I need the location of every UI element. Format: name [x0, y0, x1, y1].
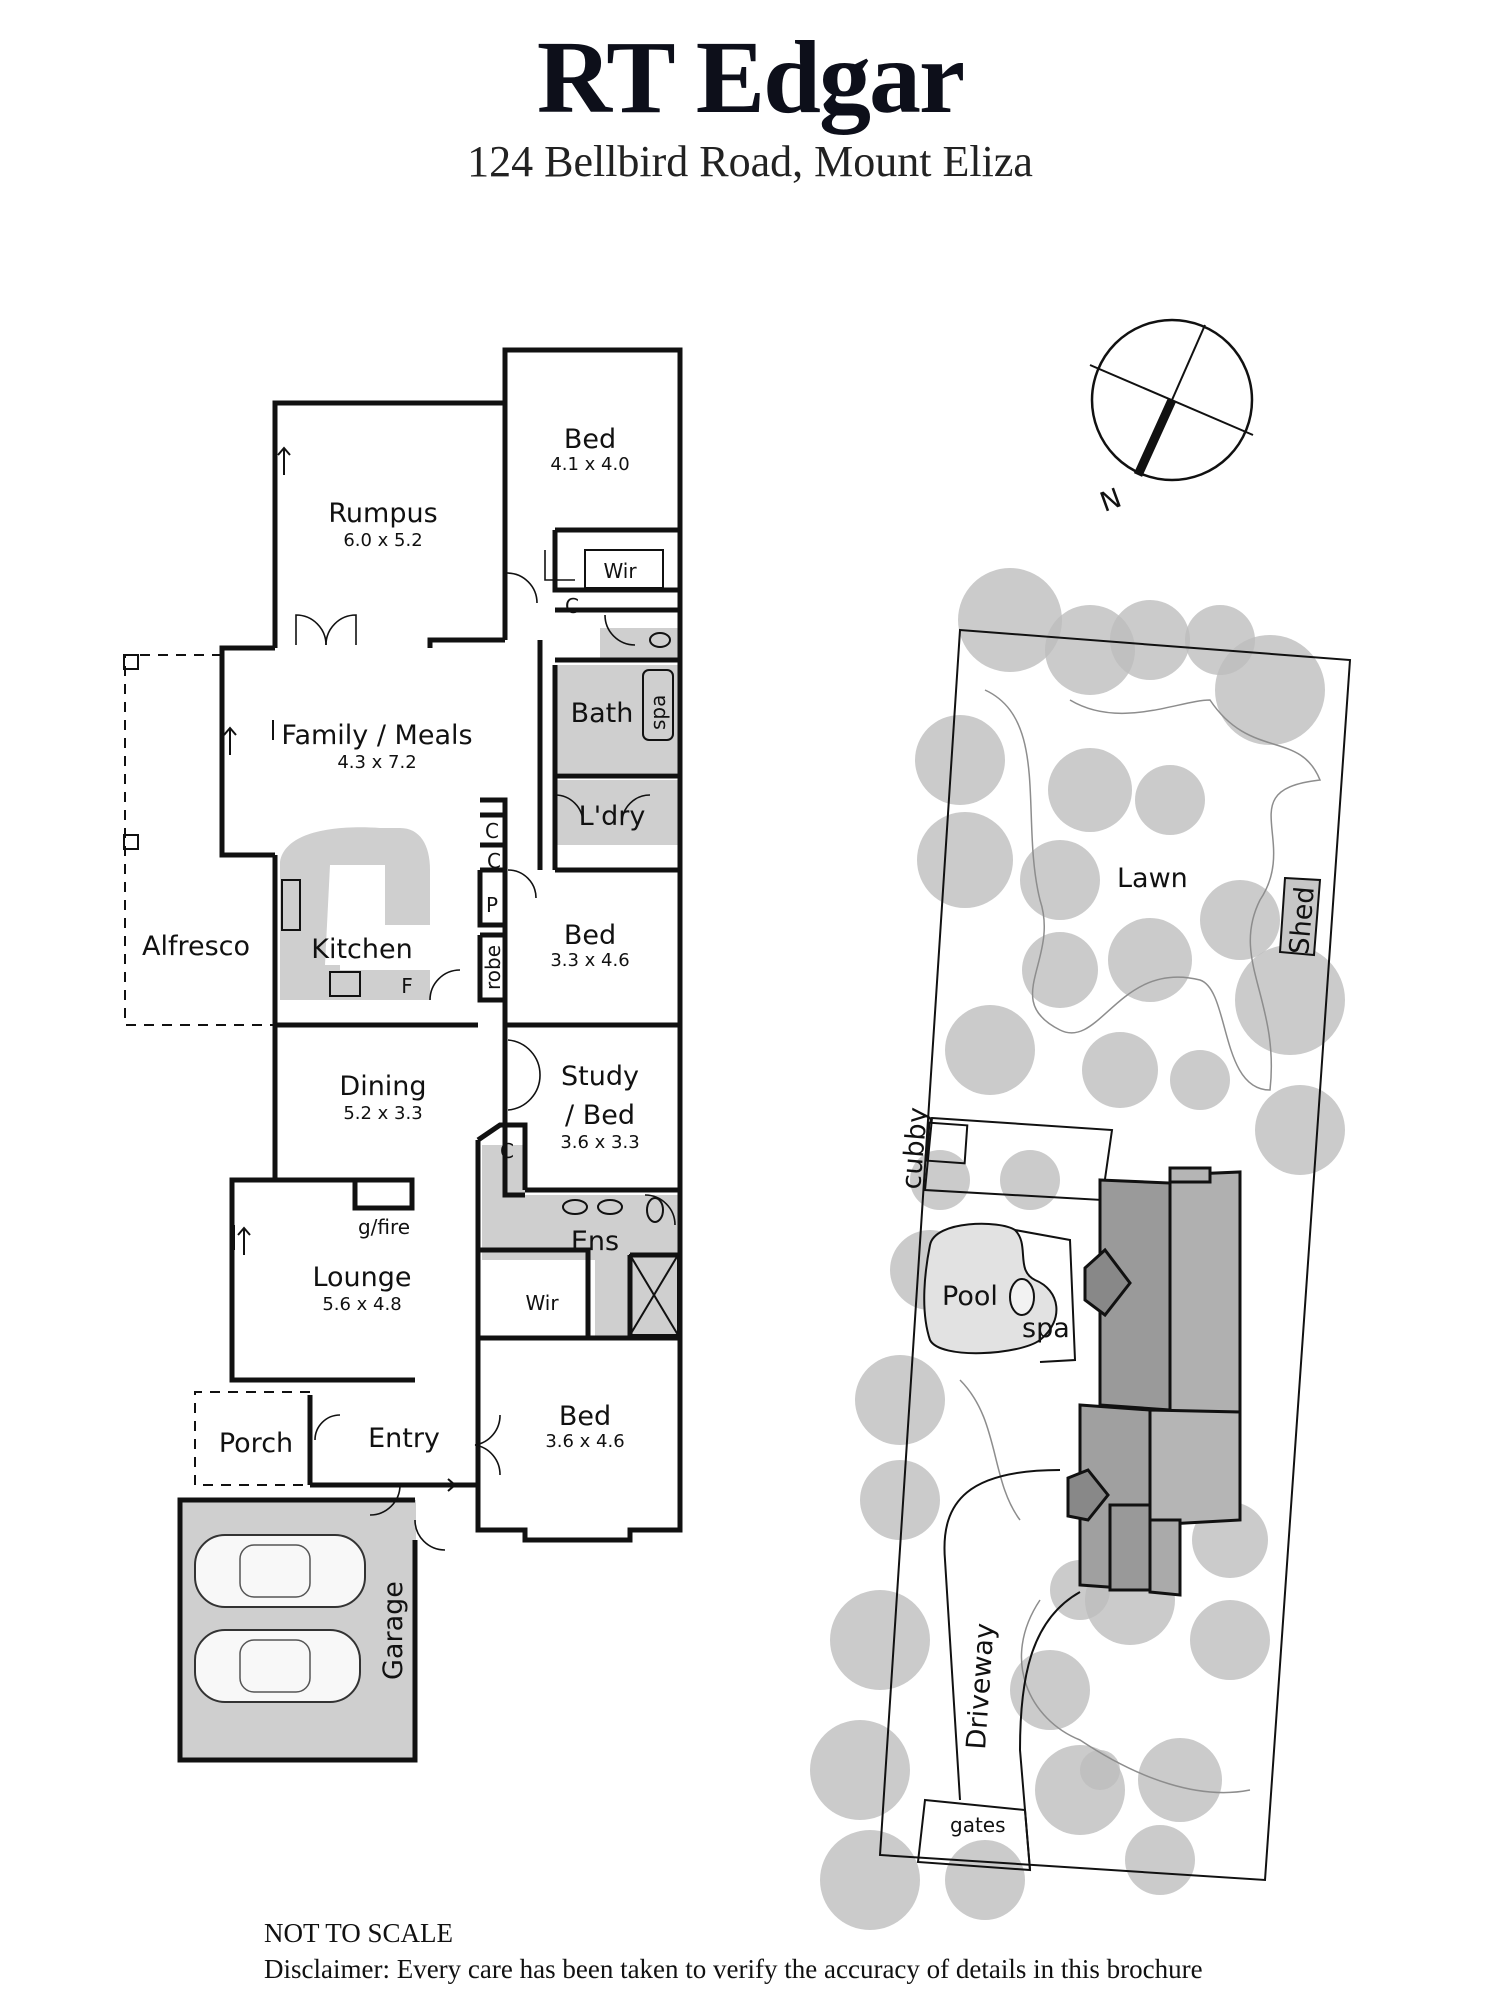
cooktop [329, 971, 361, 997]
brand-title: RT Edgar [536, 20, 965, 135]
dining-dims: 5.2 x 3.3 [343, 1103, 422, 1124]
alfresco-label: Alfresco [142, 931, 250, 962]
study-label-line2: / Bed [565, 1100, 635, 1131]
spa-bath-fixture [642, 669, 674, 741]
kitchen-bench [280, 827, 430, 995]
site-spa-label: spa [1022, 1313, 1070, 1344]
house-floor-plan: Bed 4.1 x 4.0 Rumpus 6.0 x 5.2 Wir C Fam… [123, 347, 683, 1763]
ensuite-basin-1 [562, 1199, 588, 1215]
laundry-label: L'dry [579, 801, 646, 832]
bath-floor [555, 665, 678, 773]
driveway-label: Driveway [961, 1622, 1001, 1750]
lounge-dims: 5.6 x 4.8 [322, 1294, 401, 1315]
bed1-dims: 4.1 x 4.0 [550, 454, 629, 475]
rumpus-dims: 6.0 x 5.2 [343, 530, 422, 551]
ens-label: Ens [571, 1226, 619, 1257]
entry-label: Entry [368, 1423, 440, 1454]
spa-bath-label: spa [646, 695, 670, 730]
fridge-label: F [401, 974, 413, 998]
alfresco-post-1 [123, 654, 139, 670]
driveway-gates [916, 1798, 1032, 1872]
arrow-entry [430, 1478, 457, 1492]
disclaimer: Disclaimer: Every care has been taken to… [264, 1954, 1203, 1984]
wir2-label: Wir [525, 1291, 559, 1315]
c-bed1-label: C [565, 594, 579, 618]
gfire-label: g/fire [358, 1215, 410, 1239]
arrow-lounge [237, 1226, 251, 1255]
bed3-label: Bed [559, 1401, 611, 1432]
ensuite-basin-2 [597, 1199, 623, 1215]
property-address: 124 Bellbird Road, Mount Eliza [467, 137, 1033, 186]
lounge-label: Lounge [312, 1262, 411, 1293]
spa-shape [1009, 1278, 1035, 1316]
garage-label: Garage [378, 1581, 409, 1680]
cubby-label: cubby [896, 1106, 934, 1191]
porch-outline [194, 1391, 310, 1486]
alfresco-outline [124, 654, 275, 1026]
wir1-label: Wir [603, 559, 637, 583]
c3-label: C [500, 1139, 514, 1163]
lawn-edge [984, 689, 1322, 1091]
north-compass [1089, 318, 1254, 482]
bed1-label: Bed [564, 424, 616, 455]
c2-label: C [487, 849, 501, 873]
laundry-floor [555, 780, 678, 845]
car-icons [194, 1534, 366, 1703]
dining-label: Dining [339, 1071, 426, 1102]
pwd-toilet [649, 632, 671, 648]
garden-edge-lower [1020, 1599, 1251, 1794]
pool-terrace [1014, 1229, 1077, 1363]
kitchen-sink [281, 879, 301, 931]
pantry-label: P [486, 893, 498, 917]
compass-north-label: N [1096, 483, 1126, 519]
family-dims: 4.3 x 7.2 [337, 752, 416, 773]
shed-outline [1278, 876, 1322, 957]
driveway-outline-right [1018, 1591, 1081, 1871]
gates-label: gates [950, 1813, 1006, 1837]
kitchen-lower-bench [280, 970, 430, 1000]
walls [177, 347, 683, 1763]
doors [233, 550, 676, 1551]
shower-fixture [629, 1254, 679, 1336]
shed-label: Shed [1284, 885, 1321, 955]
tree-canopy [810, 568, 1345, 1930]
pool-shape [923, 1222, 1058, 1355]
site-boundary [878, 628, 1352, 1882]
house-footprint [1066, 1166, 1242, 1597]
family-label: Family / Meals [281, 720, 472, 751]
study-dims: 3.6 x 3.3 [560, 1132, 639, 1153]
scale-note: NOT TO SCALE [264, 1918, 454, 1948]
pwd-floor [600, 628, 678, 660]
lawn-label: Lawn [1117, 863, 1188, 894]
bed2-dims: 3.3 x 4.6 [550, 950, 629, 971]
kitchen-label: Kitchen [311, 934, 412, 965]
porch-label: Porch [219, 1428, 293, 1459]
arrow-family [223, 726, 237, 755]
c1-label: C [485, 819, 499, 843]
bath-label: Bath [571, 698, 634, 729]
bed3-dims: 3.6 x 4.6 [545, 1431, 624, 1452]
wir1-rail [584, 549, 664, 589]
garden-edge [959, 1379, 1021, 1521]
site-plan: N Lawn Shed cubby Pool spa Driveway gate… [810, 318, 1352, 1930]
rumpus-label: Rumpus [328, 498, 437, 529]
toilet [646, 1197, 664, 1223]
robe-label: robe [481, 945, 505, 990]
pool-label: Pool [942, 1281, 998, 1312]
cubby-outline [925, 1121, 969, 1165]
arrow-rumpus [277, 446, 291, 475]
alfresco-post-2 [123, 834, 139, 850]
bed2-label: Bed [564, 920, 616, 951]
study-label-line1: Study [561, 1061, 639, 1092]
driveway-outline [943, 1469, 1061, 1801]
